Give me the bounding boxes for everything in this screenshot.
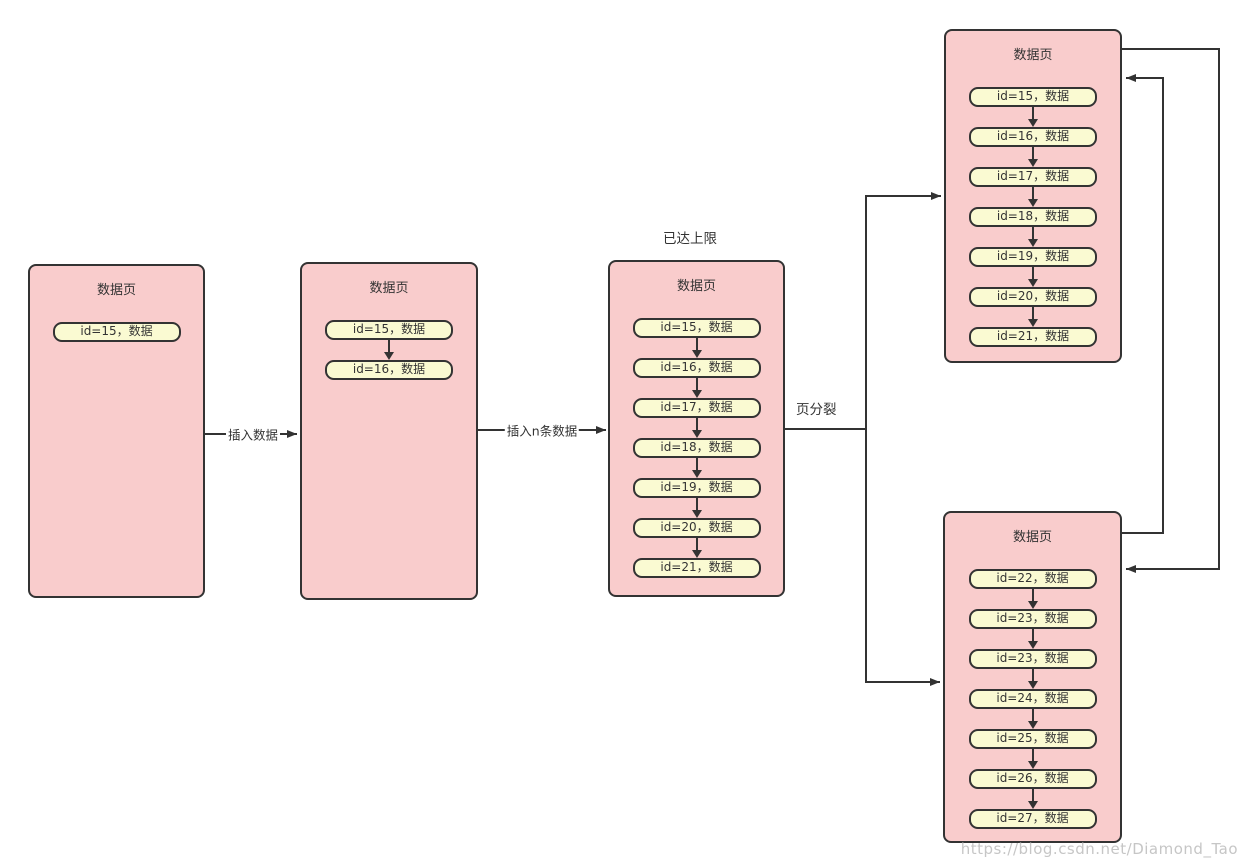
page-title: 数据页 [1012, 530, 1052, 545]
page-title: 数据页 [369, 281, 409, 296]
arrow-prev-page-pointer [1122, 74, 1164, 534]
record: id=18，数据 [969, 207, 1097, 227]
record-list: id=22，数据 id=23，数据 id=23，数据 id=24，数据 id=25，数据… [945, 569, 1120, 829]
record-link-arrow [302, 340, 476, 360]
record: id=17，数据 [632, 398, 761, 418]
page-title: 数据页 [96, 283, 136, 298]
record: id=21，数据 [969, 327, 1097, 347]
record-link-arrow [946, 107, 1120, 127]
record-link-arrow [946, 227, 1120, 247]
record: id=20，数据 [632, 518, 761, 538]
record: id=19，数据 [632, 478, 761, 498]
record: id=25，数据 [968, 729, 1097, 749]
record: id=23，数据 [968, 609, 1097, 629]
arrow-split-to-top-page [785, 192, 941, 430]
record: id=20，数据 [969, 287, 1097, 307]
record-link-arrow [945, 789, 1120, 809]
record: id=16，数据 [632, 358, 761, 378]
record-list: id=15，数据 id=16，数据 [302, 320, 476, 380]
record-list: id=15，数据 id=16，数据 id=17，数据 id=18，数据 id=19，数据… [610, 318, 783, 578]
record: id=16，数据 [969, 127, 1097, 147]
record-link-arrow [610, 378, 783, 398]
csdn-watermark: https://blog.csdn.net/Diamond_Tao [960, 840, 1238, 858]
record-link-arrow [945, 589, 1120, 609]
record: id=22，数据 [968, 569, 1097, 589]
record-link-arrow [945, 709, 1120, 729]
record: id=15，数据 [52, 322, 181, 342]
limit-reached-label: 已达上限 [663, 231, 717, 247]
page-title: 数据页 [676, 279, 716, 294]
arrow-split-to-bottom-page [865, 429, 940, 686]
record: id=24，数据 [968, 689, 1097, 709]
data-page-initial: 数据页 id=15，数据 [28, 264, 205, 598]
page-title: 数据页 [1013, 48, 1053, 63]
record-link-arrow [610, 338, 783, 358]
record: id=17，数据 [969, 167, 1097, 187]
record-list: id=15，数据 [30, 322, 203, 342]
record-link-arrow [610, 418, 783, 438]
record-link-arrow [946, 307, 1120, 327]
record: id=23，数据 [968, 649, 1097, 669]
record-link-arrow [610, 538, 783, 558]
record-link-arrow [945, 629, 1120, 649]
record: id=15，数据 [632, 318, 761, 338]
record-link-arrow [946, 267, 1120, 287]
record-list: id=15，数据 id=16，数据 id=17，数据 id=18，数据 id=19，数据… [946, 87, 1120, 347]
record: id=15，数据 [969, 87, 1097, 107]
record: id=21，数据 [632, 558, 761, 578]
record-link-arrow [946, 187, 1120, 207]
record: id=27，数据 [968, 809, 1097, 829]
record: id=15，数据 [325, 320, 453, 340]
record: id=26，数据 [968, 769, 1097, 789]
insert-n-label: 插入n条数据 [504, 420, 580, 440]
record-link-arrow [946, 147, 1120, 167]
record-link-arrow [610, 498, 783, 518]
record-link-arrow [610, 458, 783, 478]
record-link-arrow [945, 669, 1120, 689]
record: id=19，数据 [969, 247, 1097, 267]
record: id=18，数据 [632, 438, 761, 458]
record: id=16，数据 [325, 360, 453, 380]
page-split-label: 页分裂 [796, 402, 837, 418]
data-page-after-insert: 数据页 id=15，数据 id=16，数据 [300, 262, 478, 600]
insert-one-label: 插入数据 [225, 424, 281, 444]
record-link-arrow [945, 749, 1120, 769]
arrow-next-page-pointer [1122, 48, 1220, 573]
